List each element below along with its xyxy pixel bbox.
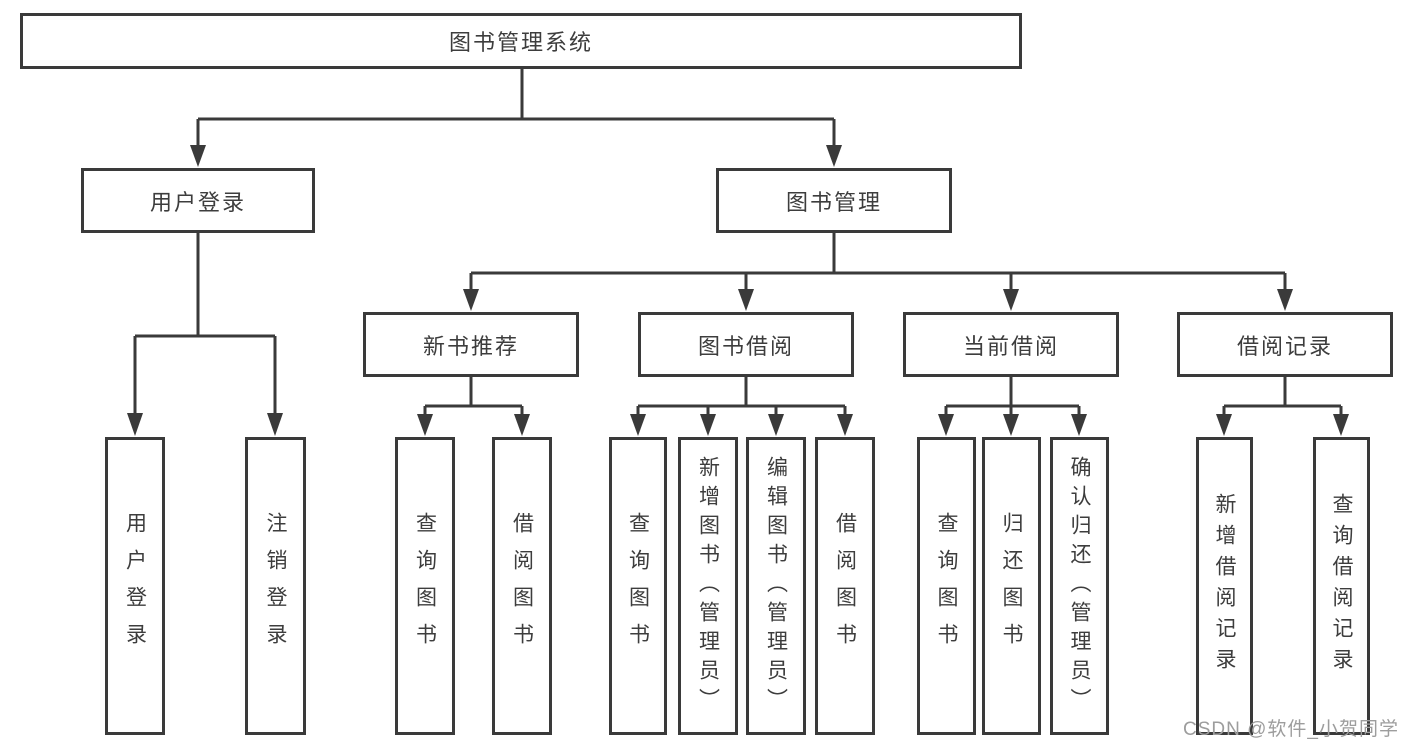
leaf-br-query-record: 查询借阅记录 xyxy=(1313,437,1370,735)
leaf-user-login: 用户登录 xyxy=(105,437,165,735)
connector-root-to-level2 xyxy=(190,68,842,167)
leaf-label: 查询借阅记录 xyxy=(1330,493,1353,679)
connector-new-book-children xyxy=(417,377,530,436)
leaf-label: 查询图书 xyxy=(626,512,650,660)
leaf-label: 新增借阅记录 xyxy=(1213,493,1236,679)
leaf-label: 借阅图书 xyxy=(510,512,534,660)
leaf-label: 归还图书 xyxy=(1000,512,1023,660)
arrowhead xyxy=(463,289,479,311)
leaf-label: 新增图书（管理员） xyxy=(696,455,720,717)
node-current-borrow: 当前借阅 xyxy=(903,312,1119,377)
node-root: 图书管理系统 xyxy=(20,13,1022,69)
watermark-text: CSDN @软件_小贺同学 xyxy=(1183,719,1399,740)
arrowhead xyxy=(738,289,754,311)
node-book-borrow: 图书借阅 xyxy=(638,312,854,377)
arrowhead xyxy=(630,414,646,436)
connector-current-borrow-children xyxy=(938,377,1087,436)
leaf-cb-return-books: 归还图书 xyxy=(982,437,1041,735)
node-book-management: 图书管理 xyxy=(716,168,952,233)
node-user-login: 用户登录 xyxy=(81,168,315,233)
connector-borrow-records-children xyxy=(1216,377,1349,436)
arrowhead xyxy=(127,413,143,436)
leaf-label: 确认归还（管理员） xyxy=(1068,455,1091,717)
connector-book-management-children xyxy=(463,233,1293,311)
leaf-br-add-record: 新增借阅记录 xyxy=(1196,437,1253,735)
arrowhead xyxy=(1333,414,1349,436)
arrowhead xyxy=(768,414,784,436)
arrowhead xyxy=(837,414,853,436)
leaf-cb-confirm-return-admin: 确认归还（管理员） xyxy=(1050,437,1109,735)
leaf-label: 查询图书 xyxy=(413,512,437,660)
leaf-bb-query-books: 查询图书 xyxy=(609,437,667,735)
arrowhead xyxy=(1003,289,1019,311)
leaf-label: 注销登录 xyxy=(264,512,287,660)
node-new-book-recommend: 新书推荐 xyxy=(363,312,579,377)
connector-book-borrow-children xyxy=(630,377,853,436)
leaf-bb-edit-books-admin: 编辑图书（管理员） xyxy=(746,437,806,735)
node-borrow-records: 借阅记录 xyxy=(1177,312,1393,377)
leaf-bb-add-books-admin: 新增图书（管理员） xyxy=(678,437,738,735)
leaf-label: 查询图书 xyxy=(935,512,958,660)
leaf-nb-query-books: 查询图书 xyxy=(395,437,455,735)
arrowhead xyxy=(267,413,283,436)
arrowhead xyxy=(1216,414,1232,436)
arrowhead xyxy=(938,414,954,436)
arrowhead xyxy=(190,145,206,167)
arrowhead xyxy=(417,414,433,436)
leaf-nb-borrow-books: 借阅图书 xyxy=(492,437,552,735)
arrowhead xyxy=(1003,414,1019,436)
arrowhead xyxy=(700,414,716,436)
arrowhead xyxy=(1277,289,1293,311)
arrowhead xyxy=(514,414,530,436)
leaf-label: 编辑图书（管理员） xyxy=(764,455,788,717)
leaf-bb-borrow-books: 借阅图书 xyxy=(815,437,875,735)
leaf-logout-login: 注销登录 xyxy=(245,437,306,735)
leaf-label: 借阅图书 xyxy=(833,512,857,660)
connector-user-login-children xyxy=(127,233,283,436)
arrowhead xyxy=(1071,414,1087,436)
leaf-cb-query-books: 查询图书 xyxy=(917,437,976,735)
arrowhead xyxy=(826,145,842,167)
leaf-label: 用户登录 xyxy=(123,512,147,660)
